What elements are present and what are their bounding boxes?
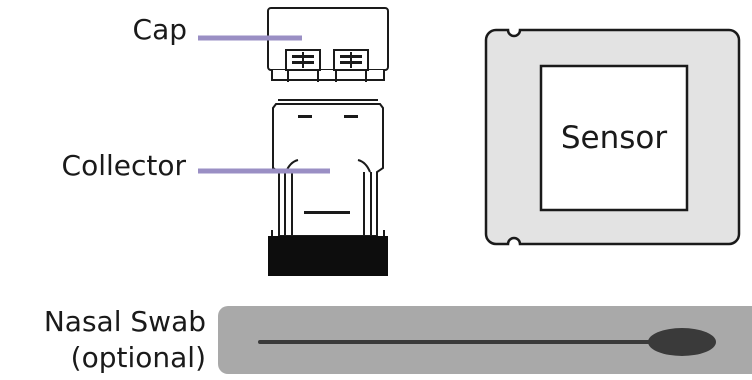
sensor-window <box>539 64 689 212</box>
cap-label: Cap <box>132 13 187 46</box>
sensor-component <box>484 28 741 246</box>
collector-label: Collector <box>61 149 186 182</box>
cap-component <box>198 7 389 82</box>
nasal-swab-label: Nasal Swab <box>43 305 206 338</box>
nasal-swab-component <box>218 306 752 374</box>
cap-clip-left <box>285 49 321 82</box>
collector-base <box>268 236 388 276</box>
collector-mark-left <box>298 115 312 118</box>
cap-clip-right <box>333 49 369 82</box>
collector-component <box>198 99 388 276</box>
cap-rim <box>271 70 385 81</box>
swab-tip <box>648 328 716 356</box>
sensor-label: Sensor <box>560 120 668 156</box>
collector-mark-center <box>304 211 350 214</box>
collector-mark-right <box>344 115 358 118</box>
nasal-swab-optional-label: (optional) <box>70 341 206 374</box>
